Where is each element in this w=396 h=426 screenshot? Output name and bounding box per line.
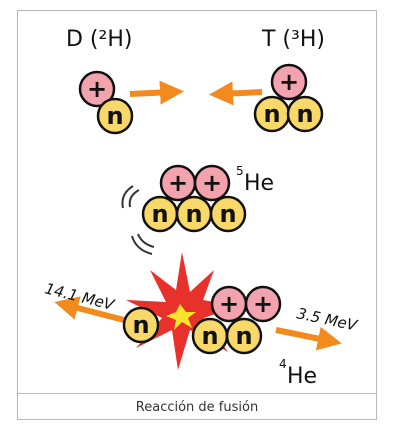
svg-text:+: + [253,290,273,318]
deuterium-arrow [129,80,184,105]
figure-caption: Reacción de fusión [17,393,377,420]
neutron: n [209,195,247,233]
burst-yellow [166,304,196,330]
helium5-nucleus: + + n n n [141,164,247,233]
svg-text:n: n [151,200,168,228]
proton: + [78,70,116,108]
deuterium-nucleus: + n [78,70,134,135]
svg-text:+: + [202,169,222,197]
proton: + [244,285,282,323]
svg-text:+: + [168,169,188,197]
neutron: n [96,97,134,135]
neutron: n [175,195,213,233]
tritium-arrow [209,81,263,106]
free-neutron: n [122,306,160,344]
alpha-energy-label: 3.5 MeV [295,304,360,335]
alpha-arrow [275,326,342,351]
proton: + [210,285,248,323]
neutron-arrow [54,296,125,323]
proton: + [270,63,308,101]
vibration-lines [121,185,155,255]
helium4-mass-number: 4 [279,357,287,371]
svg-text:n: n [235,322,252,350]
neutron: n [191,317,229,355]
neutron: n [286,95,324,133]
tritium-nucleus: + n n [253,63,324,133]
svg-text:n: n [296,100,313,128]
helium4-nucleus: + + n n [191,285,282,355]
svg-text:+: + [219,290,239,318]
svg-text:+: + [87,75,107,103]
helium5-mass-number: 5 [236,164,244,178]
svg-text:n: n [185,200,202,228]
svg-text:n: n [132,311,149,339]
proton: + [159,164,197,202]
neutron: n [225,317,263,355]
neutron: n [253,95,291,133]
svg-text:n: n [219,200,236,228]
svg-text:n: n [106,102,123,130]
svg-text:n: n [201,322,218,350]
tritium-label: T (³H) [261,27,325,52]
helium4-label: He [287,364,317,389]
neutron: n [141,195,179,233]
proton: + [193,164,231,202]
deuterium-label: D (²H) [66,27,132,52]
svg-text:n: n [263,100,280,128]
svg-text:+: + [279,68,299,96]
helium5-label: He [244,171,274,196]
